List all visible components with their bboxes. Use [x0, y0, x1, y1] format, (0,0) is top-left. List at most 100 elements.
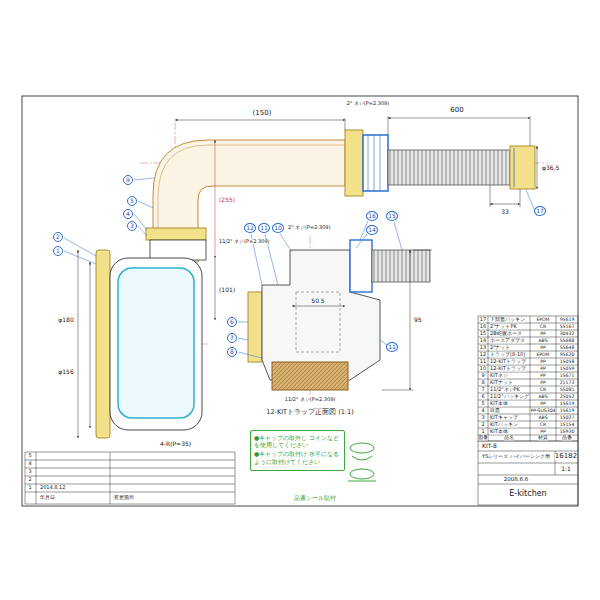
title-block-cell: 2014.8.12: [40, 485, 65, 490]
table-cell: 10: [480, 366, 486, 371]
dimension-lines-part: [410, 250, 411, 390]
table-cell: 3: [481, 415, 484, 420]
table-cell: 95620: [560, 352, 575, 357]
leader-lines-part: [394, 222, 402, 250]
table-cell: KITパッキン: [490, 422, 518, 427]
trap-section-part: [272, 362, 348, 390]
drain-elbow: [146, 140, 345, 262]
leader-lines-part: [64, 251, 96, 264]
cap-icon-part: [348, 481, 376, 482]
revision-table-part: [25, 492, 235, 493]
table-cell: 15027: [560, 415, 575, 420]
table-cell: 8: [481, 380, 484, 385]
table-cell: 下部蓋パッキン: [490, 317, 525, 322]
callout-number: 4: [123, 209, 133, 219]
revision-table-part: [36, 452, 37, 504]
table-cell: PP-SUS304: [530, 408, 555, 413]
table-cell: KIT本体: [490, 429, 508, 434]
revision-table-part: [25, 460, 235, 461]
corrugated-hose: [388, 146, 535, 189]
title-block-part: [478, 441, 578, 505]
dimension-lines-part: [345, 118, 346, 130]
sink-strainer-part: [96, 250, 110, 438]
table-cell: 15154: [560, 422, 575, 427]
sink-strainer-part: [150, 240, 206, 260]
dimension-label: 95: [414, 317, 422, 323]
title-block-part: [478, 463, 578, 464]
table-cell: 21173: [560, 380, 575, 385]
dimension-lines-part: [215, 140, 216, 258]
table-cell: PP: [540, 373, 546, 378]
dimension-label: (150): [253, 110, 272, 117]
parts-table: [478, 316, 578, 441]
title-block-cell: 2: [28, 477, 31, 482]
table-cell: 15059: [560, 366, 575, 371]
hose-nut: [345, 130, 388, 196]
title-block-cell: E-kitchen: [509, 490, 546, 498]
title-block-cell: 5: [28, 453, 31, 458]
table-cell: ホースアダプタ: [490, 338, 525, 343]
dimension-lines-part: [413, 250, 432, 251]
corrugated-hose-part: [388, 150, 510, 185]
revision-table-part: [110, 452, 111, 504]
trap-section-part: [350, 240, 372, 292]
corrugated-hose-part: [514, 148, 515, 187]
notice-text: ●キャップの取外し コインなどを使用してください: [254, 434, 341, 448]
table-cell: PP: [540, 380, 546, 385]
table-cell: 品名: [504, 435, 514, 440]
notice-text: ●キャップの取付け 水平になるように取付けてください: [254, 450, 341, 464]
parts-table-part: [478, 316, 578, 441]
table-cell: 1: [481, 429, 484, 434]
leader-lines-part: [238, 338, 248, 340]
revision-table: [25, 452, 235, 504]
dimension-lines: [78, 116, 537, 438]
hose-nut-part: [380, 135, 381, 191]
dimension-label: φ36.5: [542, 165, 559, 171]
callout-number: 10: [272, 223, 284, 233]
table-cell: 15058: [560, 359, 575, 364]
dimension-label: 11/2" ネジ(P=2.309): [219, 239, 270, 244]
leader-lines-part: [138, 201, 153, 208]
hose-nut-part: [374, 135, 375, 191]
table-cell: PP: [540, 359, 546, 364]
dimension-lines-part: [520, 189, 521, 207]
table-cell: 6: [481, 394, 484, 399]
dimension-lines-part: [78, 250, 79, 438]
table-cell: 2"ナットPK: [490, 324, 517, 329]
title-block-part: [478, 475, 578, 476]
table-cell: ABS: [538, 338, 547, 343]
hose-nut-part: [363, 135, 388, 191]
callout-number: 1: [53, 246, 63, 256]
leader-lines-part: [356, 234, 367, 248]
callout-number: 17: [534, 206, 546, 216]
revision-table-part: [25, 452, 235, 504]
table-cell: 15: [480, 331, 486, 336]
title-block-cell: 1:1: [561, 466, 571, 472]
dimension-lines-part: [490, 185, 491, 207]
callout-number: 16: [366, 211, 378, 221]
callout-number: 12: [244, 223, 256, 233]
dimension-lines-part: [530, 116, 531, 146]
hose-nut-part: [345, 130, 363, 196]
dimension-lines-part: [388, 116, 389, 135]
callout-number: 8: [227, 347, 237, 357]
table-cell: 12-KITトラップ: [490, 359, 526, 364]
table-cell: 図番: [478, 435, 488, 440]
leader-lines-part: [280, 234, 292, 252]
dimension-label: (101): [219, 287, 235, 293]
title-block: [478, 441, 578, 505]
table-cell: 55167: [560, 324, 575, 329]
dimension-label: φ180: [58, 317, 73, 323]
table-cell: 30432: [560, 331, 575, 336]
sink-strainer-part: [110, 258, 202, 430]
dimension-lines-part: [388, 118, 530, 119]
title-block-cell: 4: [28, 461, 31, 466]
dimension-label: 50.5: [311, 298, 324, 304]
title-block-cell: 2008.6.6: [504, 477, 529, 483]
table-cell: 15671: [560, 373, 575, 378]
callout-number: 15: [386, 211, 398, 221]
table-cell: 2"ナット: [490, 345, 510, 350]
dimension-lines-part: [292, 306, 345, 307]
